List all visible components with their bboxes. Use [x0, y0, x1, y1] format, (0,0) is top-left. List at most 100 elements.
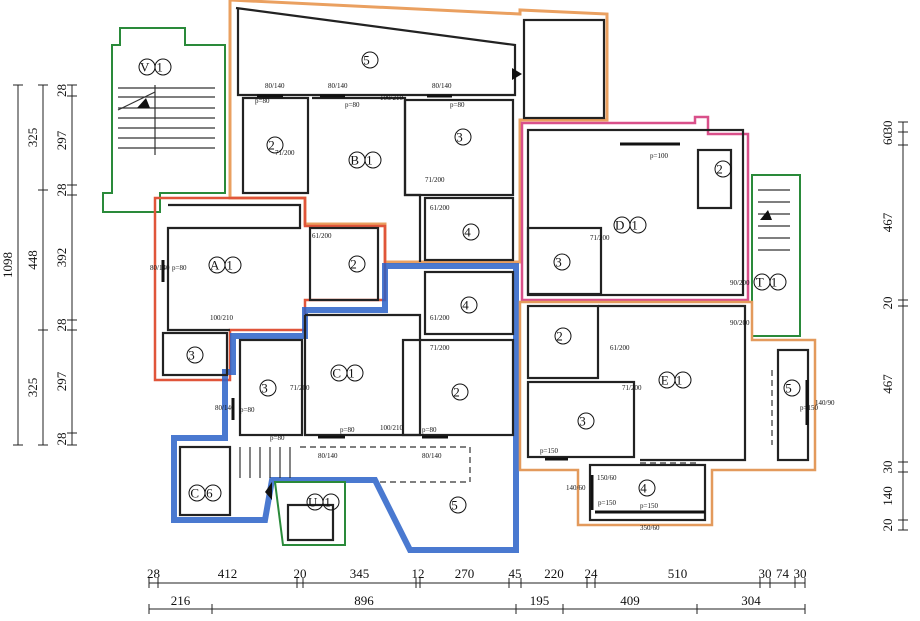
room-label-e5: 5: [783, 379, 801, 397]
opening-annotation: 61/200: [430, 314, 450, 322]
room-label-b2: 2: [266, 136, 284, 154]
room-label-text: 4: [640, 481, 654, 496]
room-label-text: 3: [555, 255, 569, 270]
opening-annotation: 80/140: [422, 452, 442, 460]
dimension-label: 195: [530, 593, 550, 608]
dimension-label: 345: [350, 566, 370, 581]
label-circle: [554, 327, 572, 345]
room-label-e4: 4: [638, 479, 656, 497]
opening-annotation: 61/200: [610, 344, 630, 352]
room-label-text: E1: [661, 373, 689, 388]
label-circle: [361, 51, 379, 69]
apartment-d-outline: [520, 115, 750, 302]
windows: [161, 94, 809, 514]
label-circle: [714, 160, 732, 178]
label-circle: [553, 253, 571, 271]
room-label-a3: 3: [186, 346, 204, 364]
dimension-label: 30: [880, 121, 895, 134]
opening-annotation: p=150: [540, 447, 558, 455]
label-circle: [224, 256, 242, 274]
stairs-c: [239, 447, 291, 500]
dimension-label: 20: [294, 566, 307, 581]
room-label-d1: D1: [613, 216, 647, 234]
door-window-annotations: 80/140p=8080/140p=80100/21080/140p=8071/…: [150, 82, 835, 532]
opening-annotation: p=80: [450, 101, 465, 109]
opening-annotation: p=100: [650, 152, 668, 160]
room-label-v1: V1: [138, 58, 172, 76]
opening-annotation: p=150: [640, 502, 658, 510]
room-label-text: B1: [350, 153, 379, 168]
room-label-c1: C1: [330, 364, 364, 382]
room-label-d3: 3: [553, 253, 571, 271]
apartment-outlines: [102, 0, 817, 553]
room-label-text: D1: [615, 218, 645, 233]
room-label-e2: 2: [554, 327, 572, 345]
opening-annotation: 80/140: [215, 404, 235, 412]
dimension-label: 28: [54, 433, 69, 446]
room-label-text: 4: [464, 225, 478, 240]
room-label-text: 3: [261, 381, 275, 396]
opening-annotation: 71/200: [622, 384, 642, 392]
dimension-label: 60: [880, 132, 895, 145]
opening-annotation: 90/200: [730, 279, 750, 287]
room-label-text: 5: [451, 498, 465, 513]
entrance-arrow-icon: [512, 68, 522, 80]
label-circle: [204, 484, 222, 502]
label-circle: [769, 273, 787, 291]
dimension-label: 412: [218, 566, 238, 581]
dimension-label: 24: [585, 566, 599, 581]
stair-u-outline: [273, 481, 346, 546]
label-circle: [783, 379, 801, 397]
room-label-text: 2: [453, 385, 467, 400]
room-label-text: C1: [332, 366, 361, 381]
room-label-text: 4: [462, 298, 476, 313]
stair-arrow-icon: [760, 210, 772, 220]
label-circle: [451, 383, 469, 401]
dimension-label: 896: [354, 593, 374, 608]
label-circle: [460, 296, 478, 314]
dimension-label: 74: [776, 566, 790, 581]
opening-annotation: p=150: [800, 404, 818, 412]
label-circle: [154, 58, 172, 76]
opening-annotation: 71/200: [590, 234, 610, 242]
label-circle: [462, 223, 480, 241]
opening-annotation: 80/140: [318, 452, 338, 460]
dimension-label: 297: [54, 371, 69, 391]
label-circle: [346, 364, 364, 382]
opening-annotation: 71/200: [275, 149, 295, 157]
stair-v-outline: [102, 27, 226, 213]
label-circle: [364, 151, 382, 169]
label-circle: [186, 346, 204, 364]
label-circle: [266, 136, 284, 154]
room-label-text: A1: [210, 258, 240, 273]
stair-arrow-icon: [265, 482, 272, 500]
apartment-e-outline: [518, 300, 817, 527]
room-label-text: 2: [556, 329, 570, 344]
room-label-text: T1: [756, 275, 784, 290]
room-label-c6: C6: [188, 484, 222, 502]
opening-annotation: 80/140: [150, 264, 170, 272]
dimension-label: 297: [54, 130, 69, 150]
dimension-label: 30: [759, 566, 772, 581]
opening-annotation: 71/200: [430, 344, 450, 352]
opening-annotation: 100/210: [380, 424, 403, 432]
opening-annotation: 61/200: [430, 204, 450, 212]
room-label-d2: 2: [714, 160, 732, 178]
opening-annotation: 150/60: [597, 474, 617, 482]
dimension-label: 30: [794, 566, 807, 581]
dimension-label: 30: [880, 461, 895, 474]
opening-annotation: p=80: [240, 406, 255, 414]
stair-t-outline: [751, 174, 801, 337]
room-label-c3: 3: [259, 379, 277, 397]
opening-annotation: 100/210: [210, 314, 233, 322]
opening-annotation: 80/140: [432, 82, 452, 90]
room-label-text: V1: [140, 60, 170, 75]
dimension-label: 325: [25, 378, 40, 398]
dimension-label: 467: [880, 374, 895, 394]
label-circle: [674, 371, 692, 389]
room-label-b3: 3: [454, 128, 472, 146]
opening-annotation: 350/60: [640, 524, 660, 532]
dimension-label: 20: [880, 297, 895, 310]
